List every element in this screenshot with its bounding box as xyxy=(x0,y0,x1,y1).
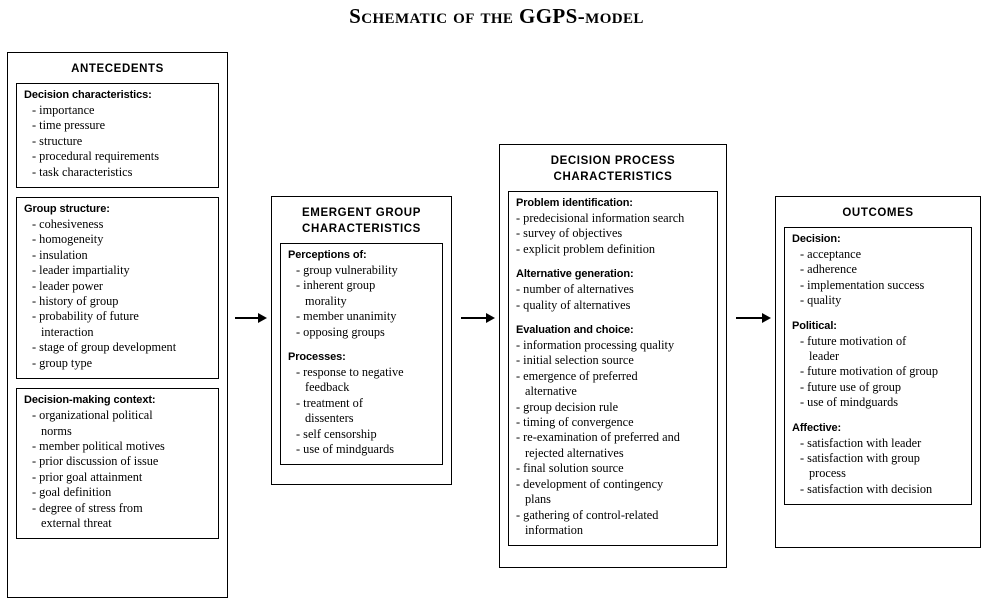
list-item: timing of convergence xyxy=(516,415,710,430)
group-item-list: cohesivenesshomogeneityinsulationleader … xyxy=(24,217,211,371)
list-item: future motivation of group xyxy=(800,364,964,379)
column-header-emergent: EMERGENT GROUP CHARACTERISTICS xyxy=(302,207,421,235)
group-outcomes-details: Decision: acceptanceadherenceimplementat… xyxy=(784,227,972,506)
arrow-head-icon xyxy=(258,313,267,323)
list-item: gathering of control-related information xyxy=(516,508,710,539)
group-heading: Processes: xyxy=(288,351,346,364)
list-item: task characteristics xyxy=(32,165,211,180)
list-item: stage of group development xyxy=(32,340,211,355)
group-heading: Evaluation and choice: xyxy=(516,324,634,337)
list-item: member political motives xyxy=(32,439,211,454)
group-heading: Problem identification: xyxy=(516,197,633,209)
page-title: Schematic of the GGPS-model xyxy=(349,4,644,28)
group-heading: Group structure: xyxy=(24,203,110,216)
group-heading: Affective: xyxy=(792,421,842,434)
list-item: development of contingency plans xyxy=(516,477,710,508)
list-item: quality xyxy=(800,293,964,308)
list-item: degree of stress from external threat xyxy=(32,501,211,532)
list-item: use of mindguards xyxy=(296,442,435,457)
list-item: group vulnerability xyxy=(296,263,435,278)
group-heading: Perceptions of: xyxy=(288,249,367,261)
group-item-list: organizational political normsmember pol… xyxy=(24,408,211,531)
group-heading: Political: xyxy=(792,319,837,332)
group-item-list: importancetime pressurestructureprocedur… xyxy=(24,103,211,180)
group-item-list: information processing qualityinitial se… xyxy=(516,338,710,538)
list-item: survey of objectives xyxy=(516,226,710,241)
list-item: explicit problem definition xyxy=(516,242,710,257)
column-decision-process-characteristics: DECISION PROCESS CHARACTERISTICS Problem… xyxy=(499,144,727,568)
group-decision-making-context: Decision-making context: organizational … xyxy=(16,388,219,540)
group-item-list: predecisional information searchsurvey o… xyxy=(516,211,710,257)
list-item: quality of alternatives xyxy=(516,298,710,313)
list-item: time pressure xyxy=(32,118,211,133)
list-item: homogeneity xyxy=(32,232,211,247)
group-decision-characteristics: Decision characteristics: importancetime… xyxy=(16,83,219,189)
column-header-process: DECISION PROCESS CHARACTERISTICS xyxy=(550,155,676,183)
group-heading: Decision-making context: xyxy=(24,394,156,407)
column-outcomes: OUTCOMES Decision: acceptanceadherenceim… xyxy=(775,196,981,548)
list-item: self censorship xyxy=(296,427,435,442)
list-item: final solution source xyxy=(516,461,710,476)
list-item: adherence xyxy=(800,262,964,277)
list-item: future use of group xyxy=(800,380,964,395)
column-header-outcomes: OUTCOMES xyxy=(842,207,914,219)
group-item-list: future motivation of leaderfuture motiva… xyxy=(792,334,964,411)
group-item-list: number of alternativesquality of alterna… xyxy=(516,282,710,313)
group-emergent-details: Perceptions of: group vulnerabilityinher… xyxy=(280,243,443,466)
group-heading: Alternative generation: xyxy=(516,268,634,281)
list-item: importance xyxy=(32,103,211,118)
list-item: predecisional information search xyxy=(516,211,710,226)
list-item: use of mindguards xyxy=(800,395,964,410)
list-item: leader power xyxy=(32,279,211,294)
list-item: emergence of preferred alternative xyxy=(516,369,710,400)
list-item: inherent group morality xyxy=(296,278,435,309)
list-item: response to negative feedback xyxy=(296,365,435,396)
list-item: future motivation of leader xyxy=(800,334,964,365)
list-item: organizational political norms xyxy=(32,408,211,439)
list-item: initial selection source xyxy=(516,353,710,368)
list-item: opposing groups xyxy=(296,325,435,340)
list-item: information processing quality xyxy=(516,338,710,353)
group-heading: Decision: xyxy=(792,233,841,245)
arrow-emergent-to-process xyxy=(461,312,495,324)
column-antecedents: ANTECEDENTS Decision characteristics: im… xyxy=(7,52,228,598)
arrow-shaft xyxy=(235,317,259,319)
arrow-head-icon xyxy=(762,313,771,323)
list-item: re-examination of preferred and rejected… xyxy=(516,430,710,461)
list-item: acceptance xyxy=(800,247,964,262)
column-emergent-group-characteristics: EMERGENT GROUP CHARACTERISTICS Perceptio… xyxy=(271,196,452,485)
arrow-process-to-outcomes xyxy=(736,312,771,324)
list-item: satisfaction with group process xyxy=(800,451,964,482)
group-process-details: Problem identification: predecisional in… xyxy=(508,191,718,547)
list-item: leader impartiality xyxy=(32,263,211,278)
list-item: procedural requirements xyxy=(32,149,211,164)
list-item: structure xyxy=(32,134,211,149)
group-item-list: group vulnerabilityinherent group morali… xyxy=(288,263,435,340)
list-item: group type xyxy=(32,356,211,371)
list-item: satisfaction with leader xyxy=(800,436,964,451)
list-item: member unanimity xyxy=(296,309,435,324)
arrow-shaft xyxy=(736,317,763,319)
list-item: goal definition xyxy=(32,485,211,500)
list-item: probability of future interaction xyxy=(32,309,211,340)
list-item: number of alternatives xyxy=(516,282,710,297)
list-item: history of group xyxy=(32,294,211,309)
arrow-antecedents-to-emergent xyxy=(235,312,267,324)
group-item-list: acceptanceadherenceimplementation succes… xyxy=(792,247,964,309)
group-group-structure: Group structure: cohesivenesshomogeneity… xyxy=(16,197,219,380)
list-item: implementation success xyxy=(800,278,964,293)
list-item: cohesiveness xyxy=(32,217,211,232)
group-item-list: response to negative feedbacktreatment o… xyxy=(288,365,435,457)
list-item: prior discussion of issue xyxy=(32,454,211,469)
list-item: prior goal attainment xyxy=(32,470,211,485)
column-header-antecedents: ANTECEDENTS xyxy=(71,63,164,75)
list-item: insulation xyxy=(32,248,211,263)
group-item-list: satisfaction with leadersatisfaction wit… xyxy=(792,436,964,498)
list-item: treatment of dissenters xyxy=(296,396,435,427)
list-item: satisfaction with decision xyxy=(800,482,964,497)
group-heading: Decision characteristics: xyxy=(24,89,152,101)
arrow-head-icon xyxy=(486,313,495,323)
list-item: group decision rule xyxy=(516,400,710,415)
arrow-shaft xyxy=(461,317,487,319)
